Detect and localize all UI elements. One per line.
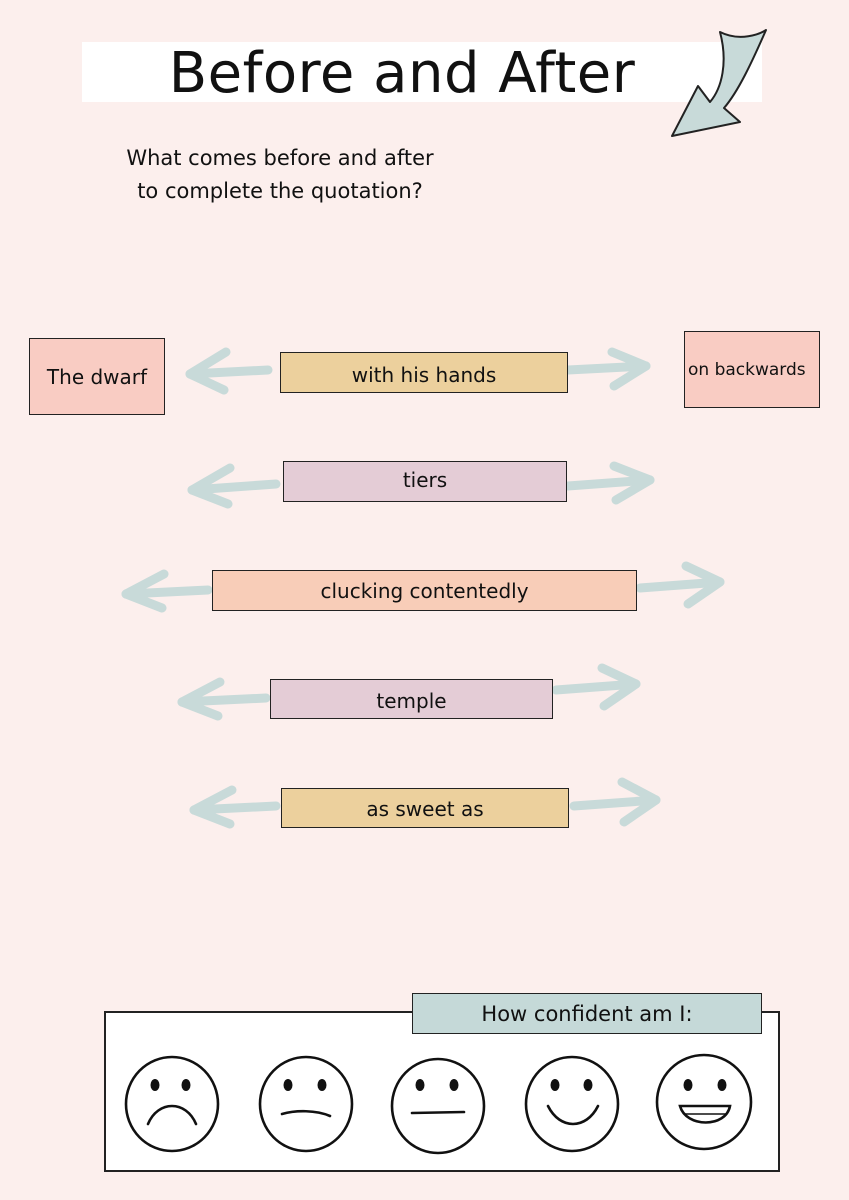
left-arrow-icon [185, 347, 273, 395]
example-before-box: The dwarf [29, 338, 165, 415]
happy-face-icon[interactable] [524, 1055, 620, 1153]
prompt-box-5: as sweet as [281, 788, 569, 828]
example-after-box: on backwards [684, 331, 820, 408]
page-title: Before and After [168, 41, 636, 106]
prompt-text: temple [376, 689, 447, 713]
instructions-line-2: to complete the quotation? [137, 179, 423, 203]
prompt-text: with his hands [351, 362, 497, 387]
right-arrow-icon [563, 461, 655, 505]
right-arrow-icon [563, 347, 651, 391]
left-arrow-icon [187, 463, 281, 509]
very-happy-face-icon[interactable] [655, 1053, 753, 1151]
example-before-text: The dwarf [46, 364, 148, 389]
right-arrow-icon [635, 561, 725, 609]
left-arrow-icon [121, 569, 213, 613]
very-sad-face-icon[interactable] [124, 1055, 220, 1153]
prompt-text: as sweet as [366, 797, 484, 821]
left-arrow-icon [177, 677, 271, 721]
prompt-box-2: tiers [283, 461, 567, 502]
instructions-line-1: What comes before and after [126, 146, 434, 170]
left-arrow-icon [189, 785, 281, 829]
instructions: What comes before and after to complete … [100, 142, 460, 208]
prompt-box-3: clucking contentedly [212, 570, 637, 611]
neutral-face-icon[interactable] [390, 1057, 486, 1155]
right-arrow-icon [569, 777, 661, 827]
prompt-box-4: temple [270, 679, 553, 719]
prompt-box-1: with his hands [280, 352, 568, 393]
right-arrow-icon [551, 663, 641, 711]
prompt-text: clucking contentedly [320, 578, 529, 603]
confidence-label: How confident am I: [412, 993, 762, 1034]
confidence-label-text: How confident am I: [481, 1001, 693, 1026]
title-strip [82, 42, 762, 102]
sad-face-icon[interactable] [258, 1055, 354, 1153]
prompt-text: tiers [402, 467, 448, 492]
example-after-text: on backwards [688, 359, 806, 380]
curved-arrow-icon [671, 29, 767, 137]
